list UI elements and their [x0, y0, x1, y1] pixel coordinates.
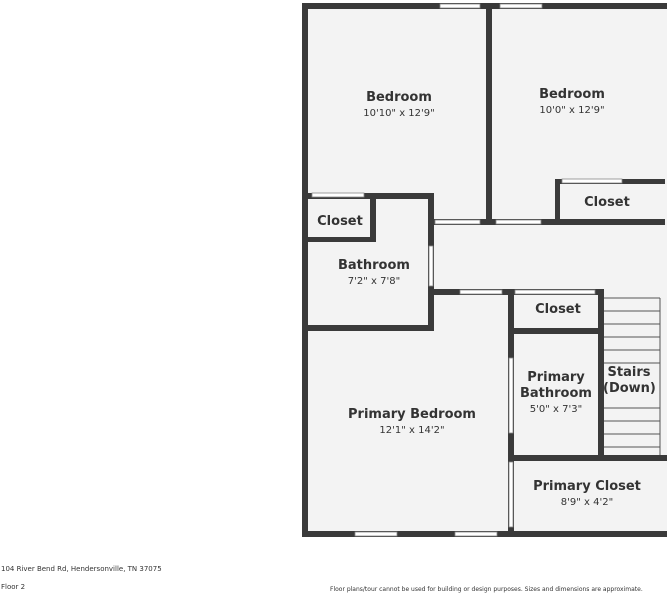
- closet-hall-label: Closet: [535, 302, 581, 317]
- bedroom-1-label: Bedroom: [366, 90, 432, 105]
- primary-bathroom-dimensions: 5'0" x 7'3": [529, 404, 583, 415]
- closet-upper-right-label: Closet: [584, 195, 630, 210]
- primary-bathroom-label: Primary Bathroom: [520, 370, 592, 401]
- primary-bedroom-dimensions: 12'1" x 14'2": [379, 425, 445, 436]
- closet-upper-left-label: Closet: [317, 214, 363, 229]
- floor-label: Floor 2: [1, 583, 26, 591]
- primary-closet-dimensions: 8'9" x 4'2": [560, 497, 614, 508]
- address-text: 104 River Bend Rd, Hendersonville, TN 37…: [1, 565, 162, 573]
- disclaimer-text: Floor plans/tour cannot be used for buil…: [330, 586, 643, 593]
- bedroom-2-dimensions: 10'0" x 12'9": [539, 105, 605, 116]
- bedroom-2-label: Bedroom: [539, 87, 605, 102]
- primary-bedroom-label: Primary Bedroom: [348, 407, 476, 422]
- bedroom-1-dimensions: 10'10" x 12'9": [363, 108, 435, 119]
- primary-closet-label: Primary Closet: [533, 479, 641, 494]
- stairs-label: Stairs (Down): [603, 365, 656, 396]
- stairs-treads: [604, 297, 661, 455]
- windows: [311, 3, 623, 537]
- bathroom-label: Bathroom: [338, 258, 410, 273]
- bathroom-dimensions: 7'2" x 7'8": [347, 276, 401, 287]
